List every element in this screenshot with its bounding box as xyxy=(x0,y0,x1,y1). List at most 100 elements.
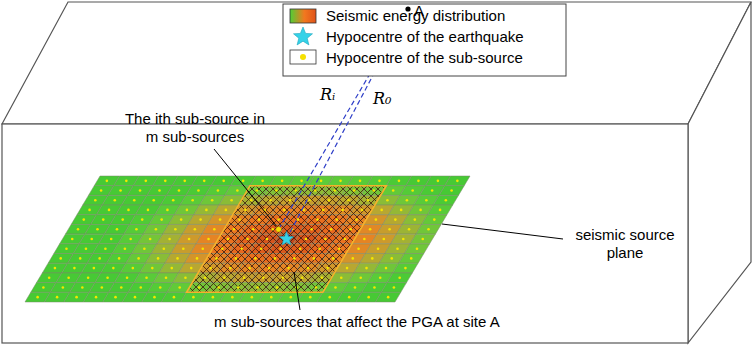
sub-source-hypocentre xyxy=(427,228,430,231)
sub-source-hypocentre xyxy=(396,247,399,250)
sub-source-hypocentre xyxy=(348,296,351,299)
sub-source-hypocentre xyxy=(232,228,235,231)
sub-source-hypocentre xyxy=(363,238,366,241)
sub-source-hypocentre xyxy=(137,257,140,260)
sub-source-hypocentre xyxy=(431,189,434,192)
sub-source-hypocentre xyxy=(244,209,247,212)
sub-source-hypocentre xyxy=(437,180,440,183)
sub-source-hypocentre xyxy=(301,276,304,279)
sub-source-hypocentre xyxy=(236,189,239,192)
sub-source-hypocentre xyxy=(159,286,162,289)
sub-source-hypocentre xyxy=(307,267,310,270)
sub-source-hypocentre xyxy=(118,257,121,260)
sub-source-hypocentre xyxy=(192,296,195,299)
sub-source-hypocentre xyxy=(425,199,428,202)
sub-source-hypocentre xyxy=(197,189,200,192)
sub-source-hypocentre xyxy=(353,189,356,192)
sub-source-hypocentre xyxy=(132,267,135,270)
sub-source-hypocentre xyxy=(419,209,422,212)
sub-source-hypocentre xyxy=(225,209,228,212)
sub-source-hypocentre xyxy=(121,218,124,221)
source-cell xyxy=(445,176,470,186)
sub-source-hypocentre xyxy=(168,238,171,241)
sub-source-hypocentre xyxy=(149,238,152,241)
sub-source-hypocentre xyxy=(410,257,413,260)
sub-source-hypocentre xyxy=(445,199,448,202)
sub-source-hypocentre xyxy=(270,296,273,299)
sub-source-hypocentre xyxy=(275,189,278,192)
sub-source-hypocentre xyxy=(147,209,150,212)
sub-source-hypocentre xyxy=(116,228,119,231)
sub-source-hypocentre xyxy=(414,218,417,221)
sub-source-hypocentre xyxy=(212,296,215,299)
sub-source-hypocentre xyxy=(266,238,269,241)
sub-source-hypocentre xyxy=(450,189,453,192)
legend-text: Hypocentre of the earthquake xyxy=(326,28,524,46)
sub-source-hypocentre xyxy=(155,228,158,231)
sub-source-hypocentre xyxy=(320,276,323,279)
sub-source-hypocentre xyxy=(221,247,224,250)
sub-source-hypocentre xyxy=(82,218,85,221)
sub-source-hypocentre xyxy=(223,276,226,279)
sub-source-hypocentre xyxy=(283,209,286,212)
sub-source-hypocentre xyxy=(258,218,261,221)
sub-source-hypocentre xyxy=(375,218,378,221)
sub-source-hypocentre xyxy=(178,286,181,289)
sub-source-hypocentre xyxy=(174,228,177,231)
sub-source-hypocentre xyxy=(402,238,405,241)
sub-source-hypocentre xyxy=(81,286,84,289)
earthquake-hypocentre xyxy=(279,232,293,246)
source-cell xyxy=(422,215,447,225)
source-cell xyxy=(381,283,406,293)
sub-source-hypocentre xyxy=(297,218,300,221)
source-cell xyxy=(439,186,464,196)
sub-source-hypocentre xyxy=(134,296,137,299)
sub-source-hypocentre xyxy=(305,238,308,241)
sub-source-hypocentre xyxy=(170,267,173,270)
sub-source-hypocentre xyxy=(385,267,388,270)
sub-source-hypocentre xyxy=(260,247,263,250)
source-cell xyxy=(387,273,412,283)
sub-source-hypocentre xyxy=(227,238,230,241)
leader-line xyxy=(214,149,277,226)
sub-source-hypocentre xyxy=(164,180,167,183)
sub-source-hypocentre xyxy=(203,180,206,183)
sub-source-hypocentre xyxy=(404,267,407,270)
sub-source-hypocentre xyxy=(334,286,337,289)
sub-source-hypocentre xyxy=(238,218,241,221)
sub-source-hypocentre xyxy=(377,247,380,250)
sub-source-hypocentre xyxy=(67,276,70,279)
sub-source-hypocentre xyxy=(439,209,442,212)
sub-source-hypocentre xyxy=(182,247,185,250)
sub-source-hypocentre xyxy=(100,189,103,192)
sub-source-hypocentre xyxy=(199,218,202,221)
sub-source-hypocentre xyxy=(252,228,255,231)
sub-source-hypocentre xyxy=(322,209,325,212)
sub-source-hypocentre xyxy=(129,238,132,241)
affecting-sub-sources xyxy=(187,186,387,293)
sub-source-hypocentre xyxy=(243,276,246,279)
sub-source-hypocentre xyxy=(326,267,329,270)
sub-source-hypocentre xyxy=(347,199,350,202)
sub-source-hypocentre xyxy=(250,199,253,202)
sub-source-hypocentre xyxy=(339,180,342,183)
source-cell xyxy=(404,244,429,254)
sub-source-hypocentre xyxy=(369,228,372,231)
sub-source-hypocentre xyxy=(372,189,375,192)
sub-source-hypocentre xyxy=(293,257,296,260)
sub-source-hypocentre xyxy=(54,267,57,270)
sub-source-hypocentre xyxy=(87,276,90,279)
sub-source-hypocentre xyxy=(102,218,105,221)
sub-source-hypocentre xyxy=(183,180,186,183)
sub-source-hypocentre xyxy=(104,247,107,250)
sub-source-hypocentre xyxy=(73,267,76,270)
sub-source-hypocentre xyxy=(62,286,65,289)
sub-source-hypocentre xyxy=(93,267,96,270)
sub-source-hypocentre xyxy=(315,286,318,289)
sub-source-hypocentre xyxy=(188,238,191,241)
sub-source-hypocentre xyxy=(110,238,113,241)
sub-source-hypocentre xyxy=(219,218,222,221)
sub-source-hypocentre xyxy=(126,276,129,279)
sub-source-hypocentre xyxy=(96,228,99,231)
sub-source-hypocentre xyxy=(201,247,204,250)
